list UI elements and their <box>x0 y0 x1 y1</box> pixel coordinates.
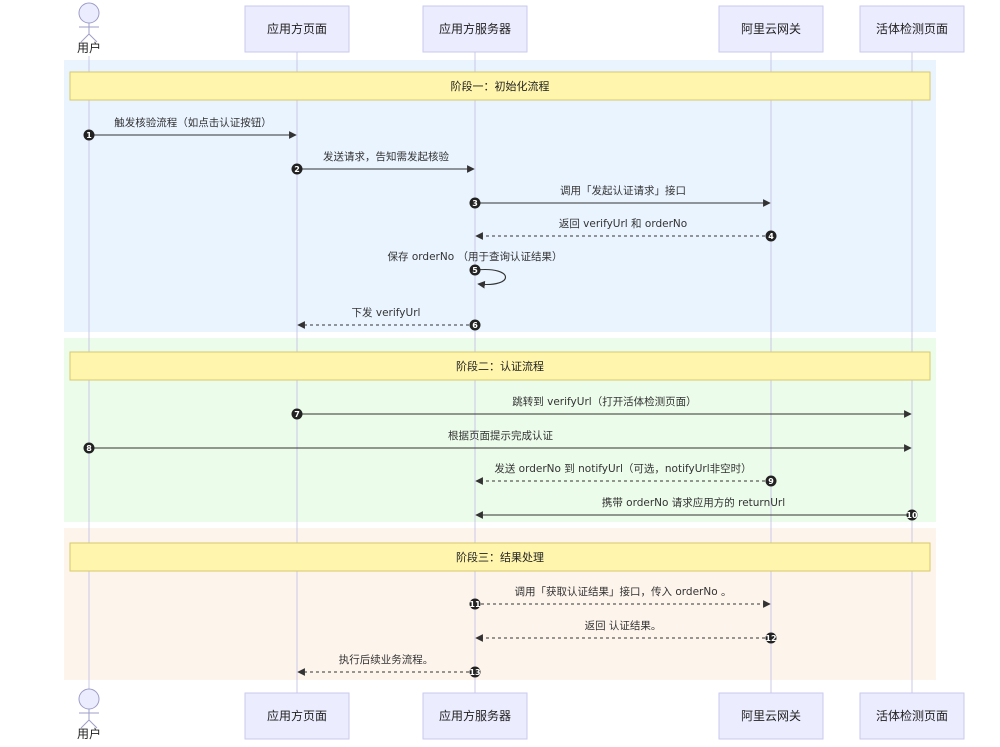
message-9: 发送 orderNo 到 notifyUrl（可选，notifyUrl非空时） 9 <box>475 462 777 487</box>
sequence-number: 10 <box>906 511 918 520</box>
participant-label: 活体检测页面 <box>876 21 948 36</box>
sequence-number-badge <box>469 197 481 209</box>
phase-note <box>69 542 931 572</box>
message-5: 保存 orderNo （用于查询认证结果） 5 <box>388 250 563 289</box>
person-icon <box>78 2 100 24</box>
self-message-arrow <box>475 268 507 289</box>
participant-box <box>244 692 350 740</box>
participant-box <box>422 692 528 740</box>
message-label: 返回 认证结果。 <box>585 619 662 632</box>
participant-box <box>244 5 350 53</box>
message-label: 发送请求，告知需发起核验 <box>323 150 449 163</box>
message-1: 触发核验流程（如点击认证按钮） 1 <box>83 116 297 141</box>
sequence-number-badge <box>765 475 777 487</box>
sequence-number-badge <box>291 163 303 175</box>
sequence-number-badge <box>469 264 481 276</box>
message-label: 保存 orderNo （用于查询认证结果） <box>388 250 563 263</box>
message-label: 调用「获取认证结果」接口，传入 orderNo 。 <box>515 585 732 598</box>
phase-note <box>69 71 931 101</box>
participant-liveness-top: 活体检测页面 <box>859 5 965 53</box>
sequence-number: 12 <box>765 634 776 643</box>
phase-title: 阶段二：认证流程 <box>456 359 544 373</box>
sequence-number: 13 <box>469 668 480 677</box>
participant-box <box>859 5 965 53</box>
participant-server-bottom: 应用方服务器 <box>422 692 528 740</box>
participant-label: 应用方服务器 <box>439 708 511 723</box>
message-label: 根据页面提示完成认证 <box>448 429 553 442</box>
phase-note <box>69 351 931 381</box>
sequence-number-badge <box>291 408 303 420</box>
message-label: 调用「发起认证请求」接口 <box>560 184 686 197</box>
participant-box <box>718 5 824 53</box>
message-3: 调用「发起认证请求」接口 3 <box>469 184 771 209</box>
sequence-number-badge <box>469 666 481 678</box>
sequence-number-badge <box>469 319 481 331</box>
sequence-number: 11 <box>469 600 481 609</box>
participant-label: 应用方页面 <box>267 21 327 36</box>
participant-page-top: 应用方页面 <box>244 5 350 53</box>
sequence-number: 5 <box>472 266 478 275</box>
phase-title: 阶段一：初始化流程 <box>451 79 550 93</box>
participant-liveness-bottom: 活体检测页面 <box>859 692 965 740</box>
message-label: 发送 orderNo 到 notifyUrl（可选，notifyUrl非空时） <box>494 462 751 475</box>
message-12: 返回 认证结果。 12 <box>475 619 777 644</box>
sequence-number-badge <box>765 230 777 242</box>
message-label: 携带 orderNo 请求应用方的 returnUrl <box>602 496 785 509</box>
sequence-number-badge <box>906 509 918 521</box>
message-4: 返回 verifyUrl 和 orderNo 4 <box>475 218 777 242</box>
sequence-number-badge <box>765 632 777 644</box>
person-icon <box>78 688 100 710</box>
message-7: 跳转到 verifyUrl（打开活体检测页面） 7 <box>291 395 912 420</box>
participant-gateway-bottom: 阿里云网关 <box>718 692 824 740</box>
message-label: 执行后续业务流程。 <box>339 653 434 666</box>
sequence-number: 7 <box>294 410 300 419</box>
sequence-number: 4 <box>768 232 774 241</box>
sequence-number: 8 <box>86 444 92 453</box>
participant-label: 应用方页面 <box>267 708 327 723</box>
message-8: 根据页面提示完成认证 8 <box>83 429 912 454</box>
sequence-number: 1 <box>86 131 92 140</box>
sequence-number: 2 <box>294 165 300 174</box>
sequence-number-badge <box>83 442 95 454</box>
sequence-number-badge <box>83 129 95 141</box>
participant-label: 用户 <box>77 40 101 55</box>
participant-box <box>859 692 965 740</box>
participant-label: 阿里云网关 <box>741 709 801 723</box>
phase-region <box>64 60 936 332</box>
participant-label: 用户 <box>77 726 101 741</box>
message-6: 下发 verifyUrl 6 <box>297 306 481 331</box>
sequence-number-badge <box>469 598 481 610</box>
participant-user-bottom: 用户 <box>77 688 101 741</box>
participant-label: 应用方服务器 <box>439 21 511 36</box>
message-10: 携带 orderNo 请求应用方的 returnUrl 10 <box>475 496 918 521</box>
sequence-number: 6 <box>472 321 478 330</box>
sequence-number: 9 <box>768 477 774 486</box>
participant-label: 活体检测页面 <box>876 708 948 723</box>
participant-user-top: 用户 <box>77 2 101 55</box>
message-label: 触发核验流程（如点击认证按钮） <box>114 116 272 129</box>
participant-label: 阿里云网关 <box>741 22 801 36</box>
participant-box <box>718 692 824 740</box>
participant-gateway-top: 阿里云网关 <box>718 5 824 53</box>
message-label: 返回 verifyUrl 和 orderNo <box>559 218 687 230</box>
message-2: 发送请求，告知需发起核验 2 <box>291 150 475 175</box>
participant-box <box>422 5 528 53</box>
message-11: 调用「获取认证结果」接口，传入 orderNo 。 11 <box>469 585 771 610</box>
message-label: 下发 verifyUrl <box>352 306 421 319</box>
participant-page-bottom: 应用方页面 <box>244 692 350 740</box>
phase-title: 阶段三：结果处理 <box>456 550 544 564</box>
sequence-number: 3 <box>472 199 478 208</box>
message-label: 跳转到 verifyUrl（打开活体检测页面） <box>512 395 696 408</box>
message-13: 执行后续业务流程。 13 <box>297 653 481 678</box>
participant-server-top: 应用方服务器 <box>422 5 528 53</box>
